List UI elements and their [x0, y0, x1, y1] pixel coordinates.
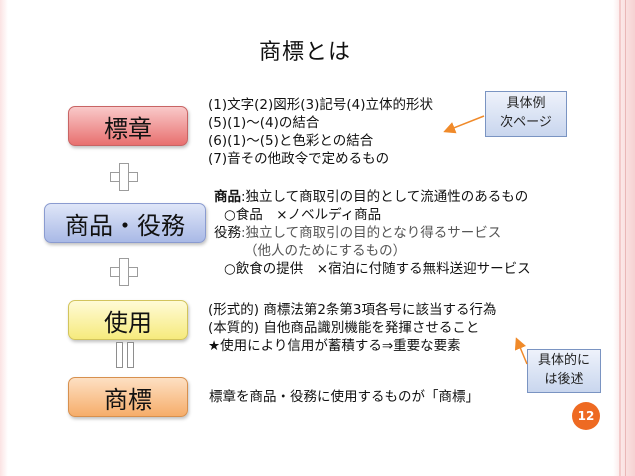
ekimu-note: （他人のためにするもの）	[244, 243, 407, 259]
hyosho-description: (1)文字(2)図形(3)記号(4)立体的形状 (5)(1)～(4)の結合 (6…	[208, 96, 433, 168]
callout-line: 具体的に	[537, 353, 590, 368]
shohin-definition: 商品:独立して商取引の目的として流通性のあるもの	[214, 188, 531, 206]
ekimu-examples: ○飲食の提供 ×宿泊に付随する無料送迎サービス	[224, 261, 531, 277]
callout-line: 具体例	[506, 96, 546, 111]
shohin-ekimu-description: 商品:独立して商取引の目的として流通性のあるもの ○食品 ×ノベルディ商品 役務…	[214, 188, 531, 278]
shohyo-description: 標章を商品・役務に使用するものが「商標」	[209, 389, 479, 405]
shiyo-description: (形式的) 商標法第2条第3項各号に該当する行為 (本質的) 自他商品識別機能を…	[208, 301, 497, 355]
callout-line: 次ページ	[500, 115, 552, 130]
hyosho-item: (1)文字(2)図形(3)記号(4)立体的形状	[208, 97, 433, 113]
ekimu-label: 役務	[214, 225, 241, 241]
shiyo-item: (本質的) 自他商品識別機能を発揮させること	[208, 320, 480, 336]
examples-callout: 具体例 次ページ	[485, 91, 567, 137]
callout-line: は後述	[544, 372, 584, 387]
later-callout: 具体的に は後述	[527, 349, 601, 393]
page-number-badge: 12	[572, 402, 600, 430]
shohin-label: 商品	[214, 189, 241, 205]
concept-hyosho-box: 標章	[68, 106, 188, 146]
ekimu-definition: 役務:独立して商取引の目的となり得るサービス	[214, 224, 531, 242]
arrow-icon	[443, 115, 485, 134]
equals-icon	[116, 342, 136, 368]
hyosho-item: (6)(1)～(5)と色彩との結合	[208, 133, 374, 149]
ekimu-def-text: :独立して商取引の目的となり得るサービス	[241, 225, 502, 241]
hyosho-item: (5)(1)～(4)の結合	[208, 115, 320, 131]
concept-shohyo-box: 商標	[68, 377, 188, 417]
slide-right-border	[613, 0, 635, 476]
slide-title: 商標とは	[258, 40, 351, 65]
shiyo-item: (形式的) 商標法第2条第3項各号に該当する行為	[208, 302, 497, 318]
shohin-examples: ○食品 ×ノベルディ商品	[224, 207, 382, 223]
slide-left-border	[0, 0, 8, 476]
shohin-def-text: :独立して商取引の目的として流通性のあるもの	[241, 189, 529, 205]
hyosho-item: (7)音その他政令で定めるもの	[208, 151, 390, 167]
arrow-icon	[514, 337, 528, 365]
plus-icon	[110, 163, 138, 191]
concept-shiyo-box: 使用	[68, 300, 188, 340]
concept-shohin-ekimu-box: 商品・役務	[44, 203, 206, 243]
shiyo-item: ★使用により信用が蓄積する⇒重要な要素	[208, 338, 461, 354]
plus-icon	[110, 258, 138, 286]
